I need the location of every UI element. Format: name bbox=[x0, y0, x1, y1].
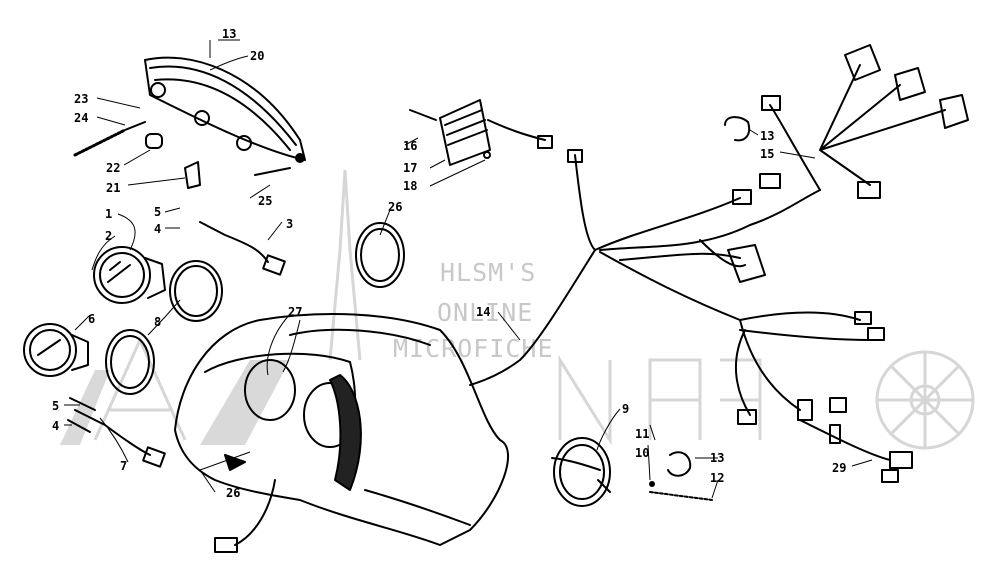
callout-20: 20 bbox=[250, 49, 264, 63]
callout-9: 9 bbox=[622, 402, 629, 416]
callout-26-top: 26 bbox=[388, 200, 402, 214]
voltage-regulator-icon bbox=[439, 99, 553, 166]
callout-5-lower: 5 bbox=[52, 399, 59, 413]
watermark-line-2: ONLINE bbox=[437, 298, 534, 327]
callout-22: 22 bbox=[106, 161, 120, 175]
callout-18: 18 bbox=[403, 179, 417, 193]
callout-13-right: 13 bbox=[760, 129, 774, 143]
callout-24: 24 bbox=[74, 111, 88, 125]
callout-11: 11 bbox=[635, 427, 649, 441]
callout-29: 29 bbox=[832, 461, 846, 475]
headlight-icon bbox=[144, 56, 306, 163]
callout-13-bottom: 13 bbox=[710, 451, 724, 465]
callout-8: 8 bbox=[154, 315, 161, 329]
callout-23: 23 bbox=[74, 92, 88, 106]
callout-4-lower: 4 bbox=[52, 419, 59, 433]
callout-5-upper: 5 bbox=[154, 205, 161, 219]
callout-12: 12 bbox=[710, 471, 724, 485]
callout-10: 10 bbox=[635, 446, 649, 460]
callout-26-bottom: 26 bbox=[226, 486, 240, 500]
watermark-line-1: HLSM'S bbox=[440, 258, 537, 287]
tachometer-icon bbox=[23, 323, 89, 377]
callout-16: 16 bbox=[403, 139, 417, 153]
callout-15: 15 bbox=[760, 147, 774, 161]
callout-2: 2 bbox=[105, 229, 112, 243]
callout-21: 21 bbox=[106, 181, 120, 195]
speedometer-icon bbox=[93, 246, 166, 304]
wiring-harness-icon bbox=[469, 64, 946, 461]
callout-4-upper: 4 bbox=[154, 222, 161, 236]
callout-13-top: 13 bbox=[222, 27, 236, 41]
hood-icon bbox=[174, 313, 510, 546]
watermark-line-3: MICROFICHE bbox=[393, 334, 554, 363]
callout-6: 6 bbox=[88, 312, 95, 326]
callout-27: 27 bbox=[288, 305, 302, 319]
callout-17: 17 bbox=[403, 161, 417, 175]
callout-7: 7 bbox=[120, 459, 127, 473]
callout-25: 25 bbox=[258, 194, 272, 208]
callout-3: 3 bbox=[286, 217, 293, 231]
callout-1: 1 bbox=[105, 207, 112, 221]
callout-14: 14 bbox=[476, 305, 490, 319]
